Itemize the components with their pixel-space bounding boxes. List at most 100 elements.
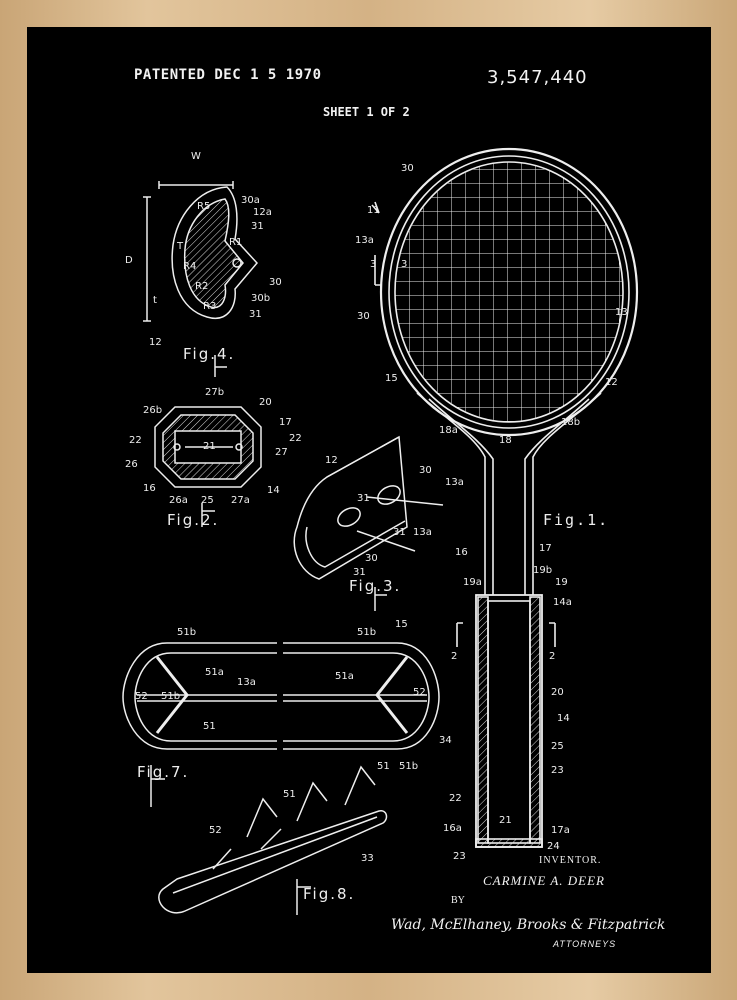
ref-30-lower: 30	[357, 311, 370, 322]
fig2-label: Fig.2.	[167, 511, 219, 529]
ref-51a-right: 51a	[335, 671, 354, 682]
fig8-label: Fig.8.	[303, 885, 355, 903]
ref-17-fig2: 17	[279, 417, 292, 428]
ref-51-left: 51	[203, 721, 216, 732]
attorneys-label: ATTORNEYS	[553, 939, 617, 949]
figure-8-reference-numbers: 51 52 33	[209, 789, 374, 864]
ref-19: 19	[555, 577, 568, 588]
ref-20-fig2: 20	[259, 397, 272, 408]
ref-31: 31	[251, 221, 264, 232]
ref-27: 27	[275, 447, 288, 458]
ref-18: 18	[499, 435, 512, 446]
ref-15: 15	[385, 373, 398, 384]
ref-13a-fig7: 13a	[237, 677, 256, 688]
ref-20: 20	[551, 687, 564, 698]
figure-2-section	[154, 406, 262, 527]
ref-27b: 27b	[205, 387, 224, 398]
ref-R2: R2	[195, 281, 208, 292]
fig1-label: Fig.1.	[543, 511, 609, 529]
ref-11: 11	[367, 205, 380, 216]
ref-14-fig2: 14	[267, 485, 280, 496]
ref-21: 21	[499, 815, 512, 826]
ref-13a-fig3b: 13a	[413, 527, 432, 538]
ref-51b-left: 51b	[177, 627, 196, 638]
ref-12-fig4: 12	[149, 337, 162, 348]
patent-drawing: 30 11 13a 3 3 30 15 13 12 18a 18 18b 16 …	[122, 147, 639, 915]
figure-8-strip	[158, 765, 388, 915]
ref-3a: 3	[370, 259, 376, 270]
figure-1-reference-numbers: 30 11 13a 3 3 30 15 13 12 18a 18 18b 16 …	[355, 163, 628, 862]
sheet-number: SHEET 1 OF 2	[323, 105, 410, 119]
figure-2-reference-numbers: 27b 26b 20 17 22 21 22 27 26 16 26a 25 2…	[125, 387, 302, 506]
ref-T: T	[176, 241, 184, 252]
ref-D: D	[125, 255, 133, 266]
ref-18a: 18a	[439, 425, 458, 436]
ref-15-fig7: 15	[395, 619, 408, 630]
ref-12-fig3: 12	[325, 455, 338, 466]
ref-22-right: 22	[289, 433, 302, 444]
ref-23-lower: 23	[453, 851, 466, 862]
ref-14a: 14a	[553, 597, 572, 608]
inventor-label: INVENTOR.	[539, 855, 602, 866]
ref-23: 23	[551, 765, 564, 776]
figure-3-reference-numbers: 12 30 13a 31 31 13a 30 31	[325, 455, 464, 578]
ref-14: 14	[557, 713, 570, 724]
ref-52-fig8: 52	[209, 825, 222, 836]
figure-7-reference-numbers: 51b 51b 15 51a 13a 51a 52 51b 52 51 51 5…	[135, 619, 452, 772]
ref-R1: R1	[229, 237, 242, 248]
ref-51a-left: 51a	[205, 667, 224, 678]
figure-3-perspective	[293, 435, 444, 611]
ref-31-fig3: 31	[357, 493, 370, 504]
figure-7-strip	[122, 642, 440, 807]
ref-22-fig2: 22	[129, 435, 142, 446]
patent-number: 3,547,440	[487, 67, 588, 88]
ref-21-fig2: 21	[203, 441, 216, 452]
ref-30: 30	[401, 163, 414, 174]
ref-30-fig3b: 30	[365, 553, 378, 564]
attorney-signature: Wad, McElhaney, Brooks & Fitzpatrick	[391, 917, 666, 933]
ref-52-right: 52	[413, 687, 426, 698]
ref-3b: 3	[401, 259, 407, 270]
ref-31-fig3c: 31	[353, 567, 366, 578]
ref-26a: 26a	[169, 495, 188, 506]
ref-51b-right: 51b	[357, 627, 376, 638]
ref-31-lower: 31	[249, 309, 262, 320]
ref-13: 13	[615, 307, 628, 318]
ref-16-fig2: 16	[143, 483, 156, 494]
inventor-name: CARMINE A. DEER	[483, 873, 605, 888]
figure-1-racket	[371, 147, 639, 848]
ref-2-left: 2	[451, 651, 457, 662]
ref-17: 17	[539, 543, 552, 554]
ref-33: 33	[361, 853, 374, 864]
ref-17a: 17a	[551, 825, 570, 836]
ref-W: W	[191, 151, 201, 162]
ref-34: 34	[439, 735, 452, 746]
ref-52-left: 52	[135, 691, 148, 702]
figure-4-cross-section	[143, 181, 258, 377]
ref-12: 12	[605, 377, 618, 388]
ref-30-fig4: 30	[269, 277, 282, 288]
ref-13a-fig3: 13a	[445, 477, 464, 488]
ref-18b: 18b	[561, 417, 580, 428]
ref-26: 26	[125, 459, 138, 470]
ref-12a: 12a	[253, 207, 272, 218]
ref-31-fig3b: 31	[393, 527, 406, 538]
ref-13a: 13a	[355, 235, 374, 246]
ref-30a: 30a	[241, 195, 260, 206]
ref-27a: 27a	[231, 495, 250, 506]
ref-26b: 26b	[143, 405, 162, 416]
ref-51b-bottom: 51b	[399, 761, 418, 772]
figure-4-reference-numbers: W D t T R1 R2 R3 R4 R5 30a 12a 31 30 30b…	[125, 151, 282, 348]
ref-30-fig3: 30	[419, 465, 432, 476]
ref-24: 24	[547, 841, 560, 852]
ref-25-fig2: 25	[201, 495, 214, 506]
ref-2-right: 2	[549, 651, 555, 662]
patented-date: PATENTED DEC 1 5 1970	[134, 67, 322, 83]
ref-16a: 16a	[443, 823, 462, 834]
ref-R3: R3	[203, 301, 216, 312]
ref-19b: 19b	[533, 565, 552, 576]
ref-16: 16	[455, 547, 468, 558]
ref-51-fig8: 51	[283, 789, 296, 800]
fig7-label: Fig.7.	[137, 763, 189, 781]
